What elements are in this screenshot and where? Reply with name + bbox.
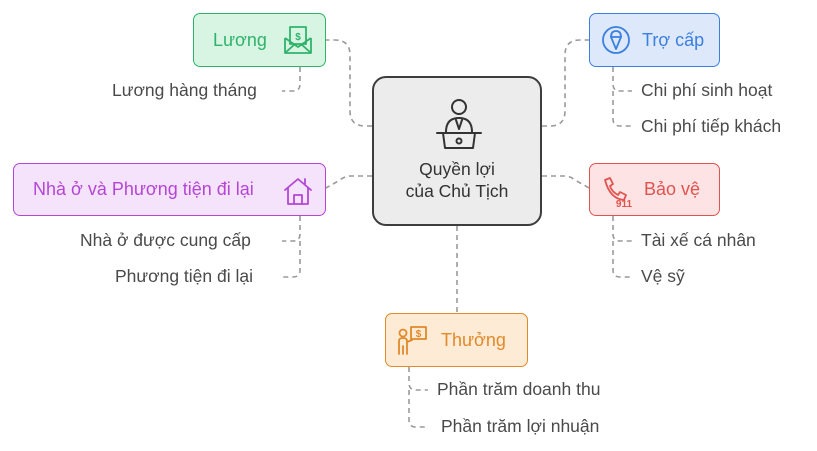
leaf-phan-tram-loi-nhuan: Phần trăm lợi nhuận [441, 416, 600, 436]
presenter-icon [436, 99, 482, 149]
branch-bao-ve: 911 Bảo vệ [589, 163, 720, 216]
ice-cream-icon [602, 26, 630, 54]
svg-text:$: $ [416, 329, 422, 340]
leaf-phan-tram-doanh-thu: Phần trăm doanh thu [437, 379, 601, 399]
center-node: Quyền lợi của Chủ Tịch [372, 76, 542, 226]
leaf-connector [612, 241, 632, 278]
leaf-connector [612, 216, 632, 242]
leaf-connector [408, 390, 428, 428]
leaf-phuong-tien-di-lai: Phương tiện đi lại [115, 266, 253, 286]
branch-label: Nhà ở và Phương tiện đi lại [33, 179, 254, 199]
connector-tro-cap [542, 39, 589, 127]
leaf-ve-sy: Vệ sỹ [641, 266, 685, 286]
house-icon [284, 178, 312, 205]
center-title-line1: Quyền lợi [419, 159, 495, 179]
leaf-chi-phi-sinh-hoat: Chi phí sinh hoạt [641, 80, 773, 100]
center-title-line2: của Chủ Tịch [405, 181, 509, 201]
connector-luong [326, 39, 372, 127]
leaf-connector [282, 216, 301, 242]
leaf-connector [408, 367, 428, 391]
leaf-luong-hang-thang: Lương hàng tháng [112, 80, 257, 100]
branch-label: Bảo vệ [644, 179, 701, 199]
leaf-connector [282, 241, 301, 278]
money-envelope-icon: $ [284, 26, 312, 54]
branch-luong: Lương $ [193, 13, 326, 67]
connector-nha-o [325, 175, 372, 189]
svg-text:911: 911 [616, 199, 633, 208]
leaf-connector [612, 67, 632, 92]
leaf-connector [282, 67, 301, 92]
branch-label: Lương [213, 29, 267, 50]
leaf-chi-phi-tiep-khach: Chi phí tiếp khách [641, 116, 782, 136]
leaf-nha-o-duoc-cung-cap: Nhà ở được cung cấp [80, 230, 251, 250]
branch-tro-cap: Trợ cấp [589, 13, 720, 67]
branch-nha-o: Nhà ở và Phương tiện đi lại [13, 163, 326, 216]
presenter-dollar-icon: $ [398, 326, 427, 355]
leaf-tai-xe-ca-nhan: Tài xế cá nhân [641, 230, 756, 250]
branch-label: Trợ cấp [642, 29, 705, 50]
svg-text:$: $ [295, 32, 301, 43]
connector-bao-ve [542, 175, 590, 189]
phone-911-icon: 911 [604, 177, 633, 208]
leaf-connector [612, 91, 632, 127]
branch-label: Thưởng [441, 329, 506, 350]
branch-thuong: $ Thưởng [385, 313, 528, 367]
